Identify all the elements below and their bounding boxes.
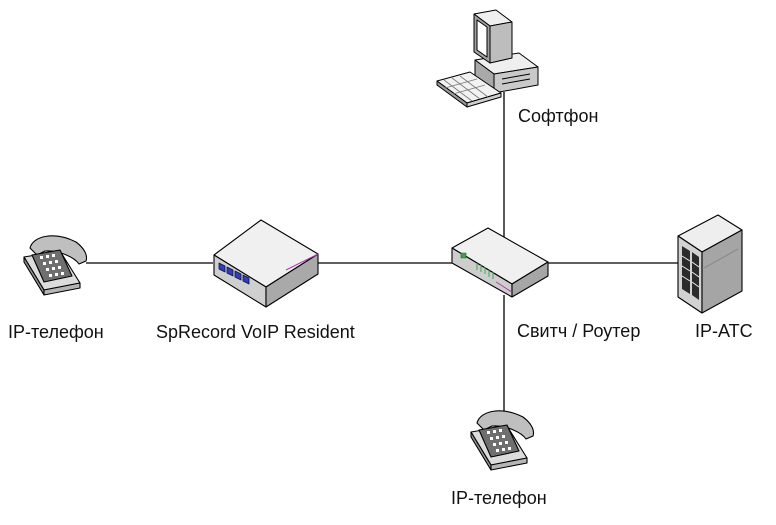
phone-icon-bottom: [470, 410, 535, 471]
phone-icon-left: [23, 235, 88, 296]
switch-router-label: Свитч / Роутер: [517, 321, 641, 341]
ip-phone-left-label: IP-телефон: [8, 322, 104, 342]
switch-router-icon: [451, 227, 549, 298]
pbx-server-icon: [677, 214, 743, 314]
recorder-device-icon: [213, 219, 319, 308]
recorder-label: SpRecord VoIP Resident: [156, 322, 355, 342]
computer-icon: [436, 9, 539, 108]
ip-phone-bottom-label: IP-телефон: [451, 488, 547, 508]
softphone-label: Софтфон: [518, 106, 599, 126]
ip-pbx-label: IP-АТС: [695, 321, 753, 341]
